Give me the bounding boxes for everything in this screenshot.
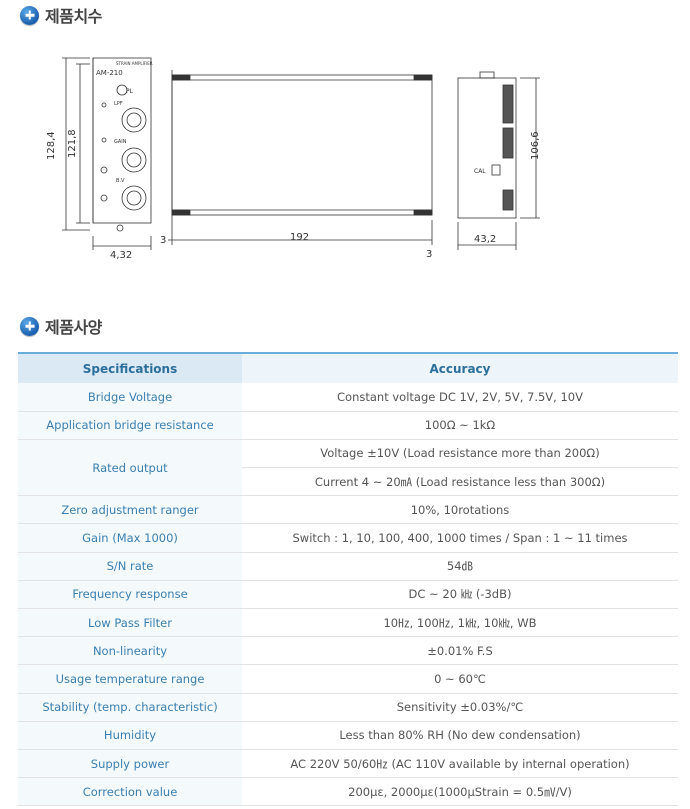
spec-name-cell: Bridge Voltage bbox=[18, 383, 242, 412]
table-row: Current 4 ~ 20㎃ (Load resistance less th… bbox=[18, 467, 678, 497]
table-row: Non-linearity±0.01% F.S bbox=[18, 636, 678, 666]
spec-value-cell: Less than 80% RH (No dew condensation) bbox=[242, 721, 678, 750]
spec-value-cell: Switch : 1, 10, 100, 400, 1000 times / S… bbox=[242, 523, 678, 553]
section-header-dimensions: 제품치수 bbox=[20, 3, 102, 27]
spec-name-cell: Correction value bbox=[18, 777, 242, 807]
spec-name-cell: Application bridge resistance bbox=[18, 411, 242, 440]
spec-name-cell: S/N rate bbox=[18, 552, 242, 581]
pl-label: PL bbox=[126, 88, 134, 95]
plus-circle-icon bbox=[20, 316, 39, 336]
spec-value-cell: DC ~ 20 ㎑ (-3dB) bbox=[242, 580, 678, 610]
bv-label: B.V bbox=[116, 178, 125, 184]
table-header-row: Specifications Accuracy bbox=[18, 352, 678, 383]
dim-rear-width: 43,2 bbox=[474, 234, 496, 245]
spec-name-cell: Low Pass Filter bbox=[18, 608, 242, 638]
table-row: Gain (Max 1000)Switch : 1, 10, 100, 400,… bbox=[18, 523, 678, 553]
header-specifications: Specifications bbox=[18, 352, 242, 383]
dim-side-gap-left: 3 bbox=[160, 235, 166, 246]
dim-rear-height: 106,6 bbox=[530, 131, 541, 160]
front-model-label: AM-210 bbox=[96, 69, 123, 77]
dim-height-outer: 128,4 bbox=[46, 131, 57, 160]
spec-name-cell: Frequency response bbox=[18, 580, 242, 610]
section-title: 제품사양 bbox=[45, 318, 102, 337]
lpf-label: LPF bbox=[114, 101, 123, 107]
spec-value-cell: 0 ~ 60℃ bbox=[242, 664, 678, 694]
dim-front-width: 4,32 bbox=[110, 250, 132, 261]
spec-value-cell: Voltage ±10V (Load resistance more than … bbox=[242, 439, 678, 469]
spec-value-cell: 200με, 2000με(1000μStrain = 0.5㎷/V) bbox=[242, 777, 678, 807]
spec-name-cell: Humidity bbox=[18, 721, 242, 750]
spec-name-cell: Rated output bbox=[18, 439, 242, 497]
table-row: Stability (temp. characteristic)Sensitiv… bbox=[18, 693, 678, 722]
dim-height-inner: 121,8 bbox=[67, 129, 78, 158]
spec-name-cell: Supply power bbox=[18, 749, 242, 779]
section-title: 제품치수 bbox=[45, 7, 102, 26]
dimension-drawing: AM-210 STRAIN AMPLIFIER PL LPF GAIN B.V … bbox=[46, 57, 541, 261]
spec-value-cell: ±0.01% F.S bbox=[242, 636, 678, 666]
spec-name-cell: Non-linearity bbox=[18, 636, 242, 666]
spec-name-cell: Gain (Max 1000) bbox=[18, 523, 242, 553]
spec-name-cell: Stability (temp. characteristic) bbox=[18, 693, 242, 722]
spec-value-cell: Sensitivity ±0.03%/℃ bbox=[242, 693, 678, 722]
gain-label: GAIN bbox=[114, 139, 127, 145]
header-accuracy: Accuracy bbox=[242, 352, 678, 383]
front-header-label: STRAIN AMPLIFIER bbox=[116, 61, 153, 66]
spec-name-cell: Zero adjustment ranger bbox=[18, 495, 242, 525]
spec-value-cell: Constant voltage DC 1V, 2V, 5V, 7.5V, 10… bbox=[242, 383, 678, 412]
spec-value-cell: 10%, 10rotations bbox=[242, 495, 678, 525]
dim-length: 192 bbox=[290, 232, 309, 243]
spec-value-cell: Current 4 ~ 20㎃ (Load resistance less th… bbox=[242, 467, 678, 497]
spec-value-cell: 100Ω ~ 1kΩ bbox=[242, 411, 678, 440]
spec-value-cell: 10㎐, 100㎐, 1㎑, 10㎑, WB bbox=[242, 608, 678, 638]
plus-circle-icon bbox=[20, 5, 39, 25]
section-header-specs: 제품사양 bbox=[20, 314, 102, 338]
spec-name-cell: Usage temperature range bbox=[18, 664, 242, 694]
spec-value-cell: 54㏈ bbox=[242, 552, 678, 581]
dim-side-gap-right: 3 bbox=[426, 249, 432, 260]
spec-value-cell: AC 220V 50/60㎐ (AC 110V available by int… bbox=[242, 749, 678, 779]
cal-label: CAL bbox=[474, 168, 486, 175]
